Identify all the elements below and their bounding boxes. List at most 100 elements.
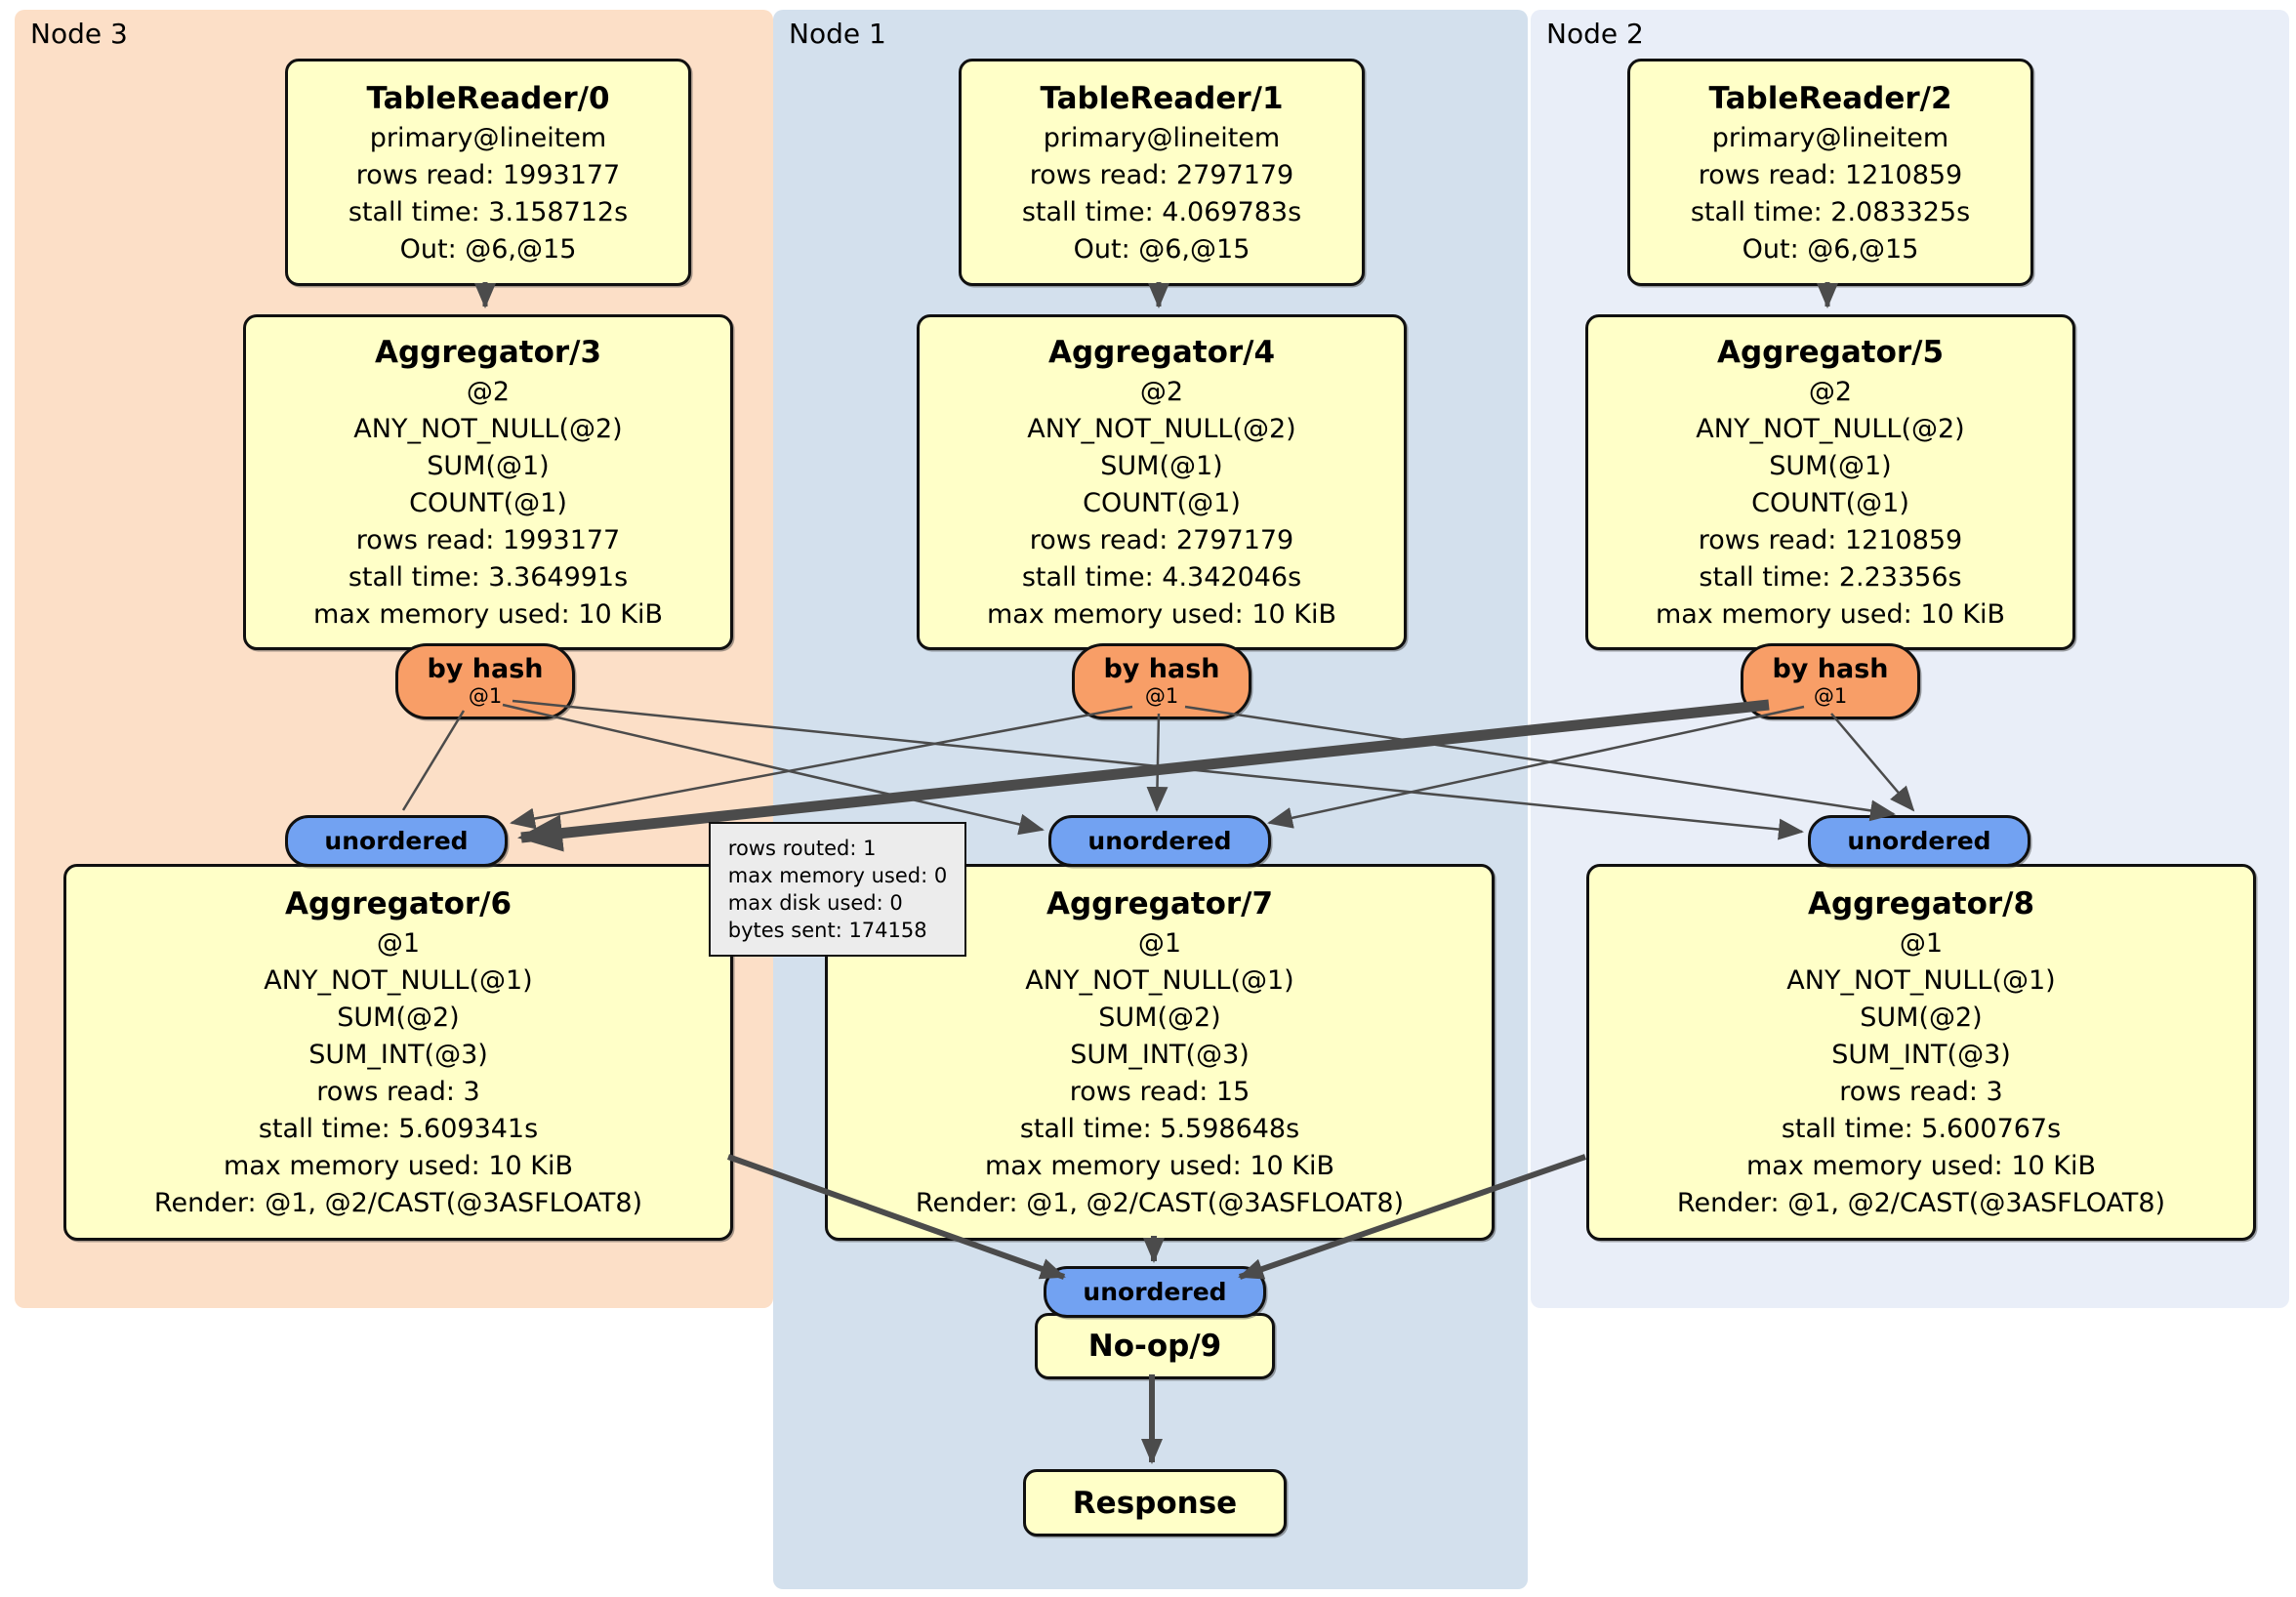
text-line: ANY_NOT_NULL(@1) (264, 965, 533, 996)
router-by-hash-node3[interactable]: by hash @1 (395, 643, 575, 719)
node-response[interactable]: Response (1023, 1469, 1287, 1536)
region-label-node1: Node 1 (789, 18, 886, 50)
text-line: SUM_INT(@3) (308, 1040, 488, 1070)
text-line: max memory used: 10 KiB (1655, 599, 2006, 630)
router-by-hash-node2[interactable]: by hash @1 (1741, 643, 1920, 719)
text-line: ANY_NOT_NULL(@1) (1025, 965, 1294, 996)
text-line: Render: @1, @2/CAST(@3ASFLOAT8) (915, 1188, 1405, 1218)
text-line: ANY_NOT_NULL(@1) (1786, 965, 2056, 996)
text-line: @2 (1139, 377, 1184, 407)
region-label-node2: Node 2 (1546, 18, 1644, 50)
text-line: max memory used: 10 KiB (1745, 1151, 2097, 1181)
text-line: max disk used: 0 (727, 891, 903, 915)
region-label-node3: Node 3 (30, 18, 128, 50)
text-line: stall time: 5.598648s (1019, 1114, 1300, 1144)
router-label: by hash (427, 654, 544, 684)
text-line: rows read: 1993177 (355, 525, 621, 555)
router-column: @1 (1813, 684, 1848, 708)
text-line: SUM(@2) (1860, 1003, 1983, 1033)
text-line: rows read: 3 (316, 1077, 480, 1107)
text-line: rows read: 3 (1839, 1077, 2003, 1107)
node-title: TableReader/0 (366, 80, 610, 116)
text-line: ANY_NOT_NULL(@2) (1027, 414, 1296, 444)
text-line: @2 (1808, 377, 1853, 407)
node-title: Aggregator/6 (284, 886, 512, 921)
sync-unordered-node3[interactable]: unordered (285, 815, 508, 867)
text-line: SUM_INT(@3) (1831, 1040, 2011, 1070)
node-title: No-op/9 (1087, 1329, 1222, 1364)
text-line: rows read: 1210859 (1698, 159, 1963, 190)
text-line: COUNT(@1) (1083, 488, 1241, 518)
text-line: rows read: 1210859 (1698, 525, 1963, 555)
text-line: SUM(@1) (1100, 451, 1223, 481)
node-title: Aggregator/5 (1716, 335, 1945, 370)
text-line: ANY_NOT_NULL(@2) (1696, 414, 1965, 444)
text-line: SUM_INT(@3) (1070, 1040, 1250, 1070)
text-line: SUM(@1) (427, 451, 550, 481)
text-line: Out: @6,@15 (399, 233, 577, 265)
text-line: rows read: 1993177 (355, 159, 621, 190)
text-line: stall time: 3.158712s (348, 196, 629, 227)
sync-unordered-node2[interactable]: unordered (1808, 815, 2030, 867)
text-line: COUNT(@1) (1751, 488, 1909, 518)
text-line: Render: @1, @2/CAST(@3ASFLOAT8) (1676, 1188, 2166, 1218)
text-line: SUM(@2) (337, 1003, 460, 1033)
text-line: stall time: 5.609341s (258, 1114, 539, 1144)
text-line: ANY_NOT_NULL(@2) (353, 414, 623, 444)
text-line: @1 (1137, 928, 1182, 959)
text-line: Render: @1, @2/CAST(@3ASFLOAT8) (153, 1188, 643, 1218)
text-line: max memory used: 10 KiB (984, 1151, 1335, 1181)
text-line: SUM(@2) (1098, 1003, 1221, 1033)
node-noop-9[interactable]: No-op/9 (1035, 1313, 1275, 1379)
text-line: stall time: 4.342046s (1021, 562, 1302, 593)
text-line: @1 (376, 928, 421, 959)
text-line: COUNT(@1) (409, 488, 567, 518)
text-line: SUM(@1) (1769, 451, 1892, 481)
sync-unordered-node1[interactable]: unordered (1048, 815, 1271, 867)
text-line: stall time: 2.083325s (1690, 196, 1971, 227)
text-line: primary@lineitem (1711, 122, 1949, 153)
text-line: max memory used: 10 KiB (986, 599, 1337, 630)
router-column: @1 (468, 684, 503, 708)
text-line: rows read: 2797179 (1029, 525, 1294, 555)
text-line: rows read: 2797179 (1029, 159, 1294, 190)
text-line: Out: @6,@15 (1742, 233, 1919, 265)
node-title: Aggregator/8 (1807, 886, 2035, 921)
node-title: Aggregator/4 (1047, 335, 1276, 370)
router-label: by hash (1103, 654, 1220, 684)
text-line: bytes sent: 174158 (727, 919, 927, 942)
text-line: Out: @6,@15 (1073, 233, 1250, 265)
sync-label: unordered (324, 826, 469, 855)
sync-unordered-final[interactable]: unordered (1044, 1266, 1266, 1318)
sync-label: unordered (1847, 826, 1991, 855)
router-label: by hash (1772, 654, 1889, 684)
text-line: stall time: 3.364991s (348, 562, 629, 593)
text-line: @2 (466, 377, 511, 407)
node-body: primary@lineitem rows read: 1210859 stall … (1691, 120, 1970, 268)
text-line: rows read: 15 (1069, 1077, 1250, 1107)
text-line: primary@lineitem (1043, 122, 1281, 153)
text-line: rows routed: 1 (727, 837, 877, 860)
router-by-hash-node1[interactable]: by hash @1 (1072, 643, 1251, 719)
node-title: Aggregator/3 (374, 335, 602, 370)
node-title: Aggregator/7 (1046, 886, 1274, 921)
